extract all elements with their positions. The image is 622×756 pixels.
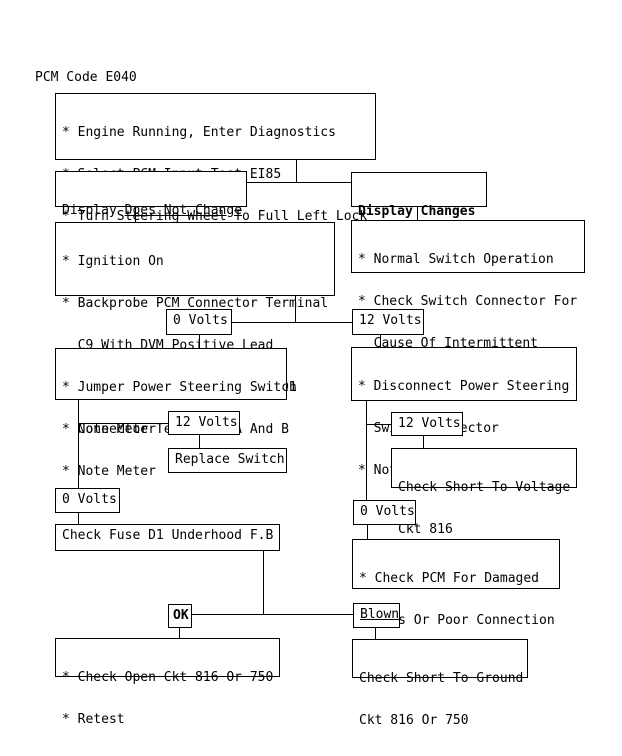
connector-blown-down (375, 628, 376, 639)
node-backprobe: * Ignition On * Backprobe PCM Connector … (55, 222, 335, 437)
node-start: * Engine Running, Enter Diagnostics * Se… (55, 93, 376, 266)
node-line: * Normal Switch Operation (358, 252, 554, 267)
connector-12volts-b-down (199, 435, 200, 448)
connector-0volts-b-down (78, 513, 79, 524)
node-start-line: * Engine Running, Enter Diagnostics (62, 125, 336, 140)
connector-12volts-a-down (380, 335, 381, 347)
connector-split-display (247, 182, 351, 183)
connector-noch-down (135, 207, 136, 222)
node-normal-switch: * Normal Switch Operation * Check Switch… (351, 220, 585, 351)
node-check-open: * Check Open Ckt 816 Or 750 * Retest (55, 638, 280, 727)
node-0-volts-c: 0 Volts (353, 500, 416, 525)
node-line: * Check Switch Connector For (358, 294, 578, 309)
node-line: * Retest (62, 712, 125, 727)
connector-12volts-c-down (423, 436, 424, 448)
node-check-pcm: * Check PCM For Damaged Pins Or Poor Con… (352, 539, 560, 670)
node-blown: Blown (353, 603, 400, 628)
connector-jumper-down (78, 400, 79, 488)
node-12-volts-c: 12 Volts (391, 412, 463, 436)
node-line: * Note Meter (62, 422, 156, 437)
connector-branch-12v-b (78, 423, 168, 424)
node-check-short-ground: Check Short To Ground Ckt 816 Or 750 (352, 639, 528, 728)
connector-ok-down (179, 628, 180, 638)
node-line: * Jumper Power Steering Switch (62, 380, 297, 395)
node-line: Display Does Not Change (62, 204, 242, 218)
connector-0volts-a-down (199, 335, 200, 348)
node-start-line: * Turn Steering Wheel To Full Left Lock (62, 209, 368, 224)
connector-changes-down (417, 207, 418, 220)
node-replace-switch: Replace Switch (168, 448, 287, 473)
node-0-volts-a: 0 Volts (166, 309, 232, 335)
node-display-does-not-change: Display Does Not Change Hi "0" Or Lo "0" (55, 171, 247, 260)
node-ok: OK (168, 604, 192, 628)
node-line: Ckt 816 (398, 522, 453, 537)
node-12-volts-a: 12 Volts (352, 309, 424, 335)
connector-backprobe-down (295, 296, 296, 322)
node-line: * Check Open Ckt 816 Or 750 (62, 670, 274, 685)
label-underlined: Does Not Change (124, 203, 243, 218)
node-12-volts-b: 12 Volts (168, 411, 240, 435)
label-bold: Display Changes (358, 204, 476, 219)
node-line: Ckt 816 Or 750 (359, 713, 469, 728)
connector-disconnect-down (366, 401, 367, 500)
connector-start-down (296, 160, 297, 182)
node-line: Check Short To Voltage (398, 480, 571, 495)
node-line: * Disconnect Power Steering (358, 379, 570, 394)
node-line: * Check PCM For Damaged (359, 571, 540, 586)
node-disconnect: * Disconnect Power Steering Switch Conne… (351, 347, 577, 478)
page-title: PCM Code E040 (35, 70, 137, 85)
connector-split-volts (232, 322, 352, 323)
node-line: * Ignition On (62, 254, 164, 269)
node-check-fuse: Check Fuse D1 Underhood F.B (55, 524, 280, 551)
node-line: * Note Meter (62, 464, 156, 479)
node-display-changes: Display Changes Hi "0" Or Lo "0" (351, 172, 487, 261)
node-jumper: * Jumper Power Steering Switch Connector… (55, 348, 297, 479)
label-text: Display (62, 203, 125, 218)
connector-fuse-down (263, 551, 264, 614)
node-check-short-voltage: Check Short To Voltage Ckt 816 (391, 448, 577, 537)
node-line: * Backprobe PCM Connector Terminal (62, 296, 329, 311)
node-0-volts-b: 0 Volts (55, 488, 120, 513)
connector-0volts-c-down (367, 525, 368, 539)
connector-branch-12v-c (366, 424, 391, 425)
node-line: Check Short To Ground (359, 671, 524, 686)
connector-split-ok-blown (192, 614, 353, 615)
